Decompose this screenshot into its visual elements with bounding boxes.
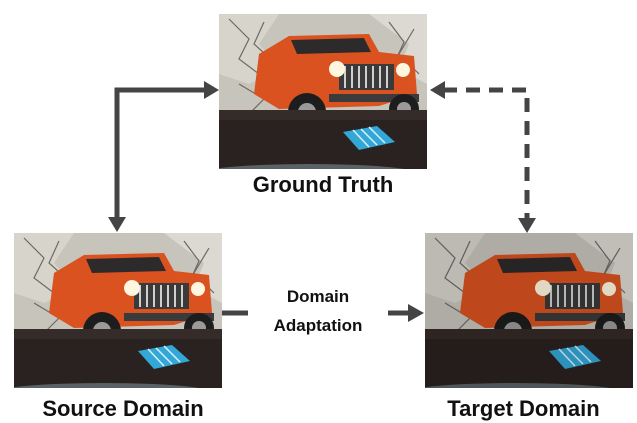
target-domain-label: Target Domain: [447, 396, 600, 421]
edge-label-line-1: Domain: [286, 287, 350, 306]
domain-adaptation-arrow: [222, 304, 424, 322]
source-domain-image: [14, 233, 222, 388]
ground-truth-image: [219, 14, 427, 169]
source-ground-truth-arrow: [108, 81, 219, 232]
ground-truth-target-dashed-arrow: [430, 81, 536, 233]
source-domain-label: Source Domain: [42, 396, 204, 421]
ground-truth-label: Ground Truth: [252, 172, 394, 197]
target-domain-tint: [425, 233, 633, 388]
edge-label-line-2: Adaptation: [273, 316, 363, 335]
